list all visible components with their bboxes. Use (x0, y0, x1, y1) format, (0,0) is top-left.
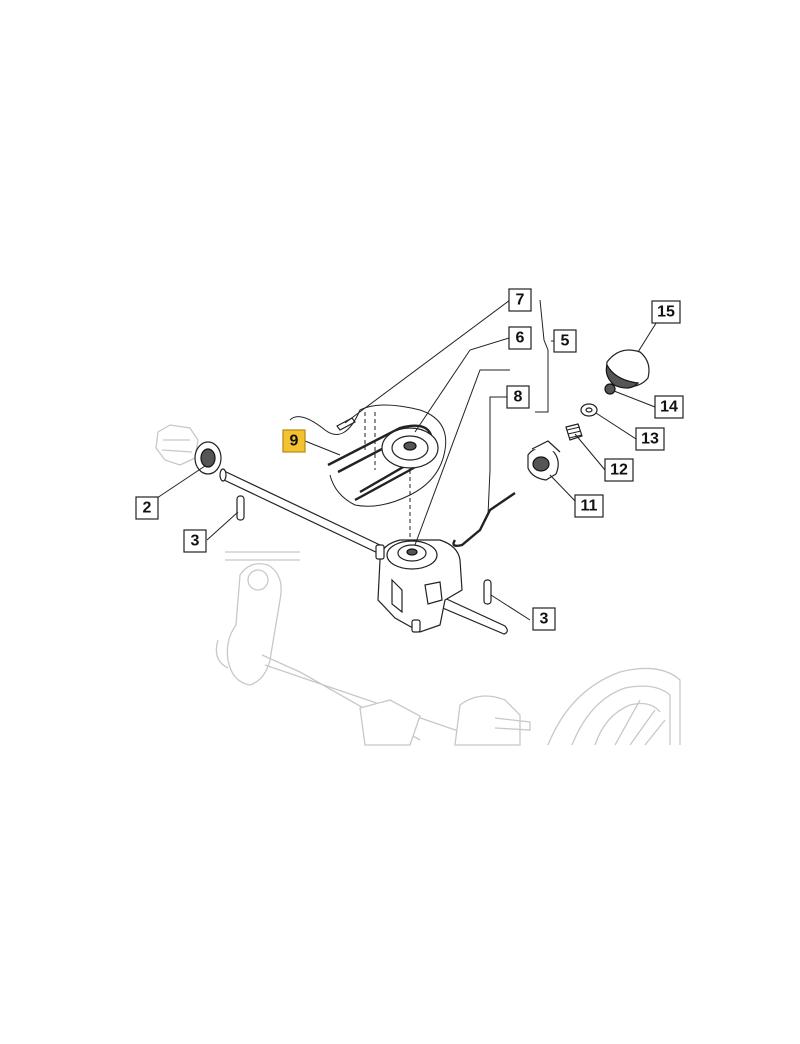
pin-part-3-right (483, 579, 492, 605)
pin-part-3-left (236, 495, 245, 521)
drive-shaft (219, 468, 508, 635)
svg-text:5: 5 (561, 333, 570, 350)
callout-6: 6 (508, 326, 532, 350)
svg-text:11: 11 (581, 498, 598, 515)
bushing-part-11 (527, 440, 561, 481)
callout-12: 12 (604, 458, 634, 482)
callout-9-highlighted[interactable]: 9 (282, 429, 306, 453)
background-chassis (215, 551, 681, 746)
callout-14: 14 (654, 395, 684, 419)
svg-text:3: 3 (540, 611, 549, 628)
callout-3-left: 3 (183, 529, 207, 553)
callout-7: 7 (508, 288, 532, 312)
washer-part-13 (580, 403, 598, 417)
callout-2: 2 (135, 496, 159, 520)
nut-part-14 (604, 383, 616, 395)
gear-bearing-part-2 (155, 424, 222, 475)
callout-3-right: 3 (532, 607, 556, 631)
svg-text:9: 9 (290, 433, 299, 450)
pin-part-7 (336, 417, 356, 431)
control-rod-part-8 (452, 492, 516, 548)
svg-text:15: 15 (657, 304, 675, 321)
callout-11: 11 (574, 494, 604, 518)
svg-text:12: 12 (610, 462, 628, 479)
svg-text:13: 13 (641, 431, 659, 448)
belt-pulley-assembly (289, 404, 447, 540)
callout-13: 13 (635, 427, 665, 451)
callout-5: 5 (553, 329, 577, 353)
callout-8: 8 (506, 385, 530, 409)
svg-text:3: 3 (191, 533, 200, 550)
knob-cap-part-15 (605, 349, 650, 389)
svg-text:8: 8 (514, 389, 523, 406)
svg-text:6: 6 (516, 330, 525, 347)
callout-15: 15 (651, 300, 681, 324)
gearbox (375, 539, 463, 633)
spring-part-12 (565, 423, 583, 441)
group-bracket-part-5 (535, 299, 549, 413)
svg-text:7: 7 (516, 292, 525, 309)
svg-text:14: 14 (660, 399, 678, 416)
svg-text:2: 2 (143, 500, 152, 517)
leader-lines (156, 299, 659, 621)
